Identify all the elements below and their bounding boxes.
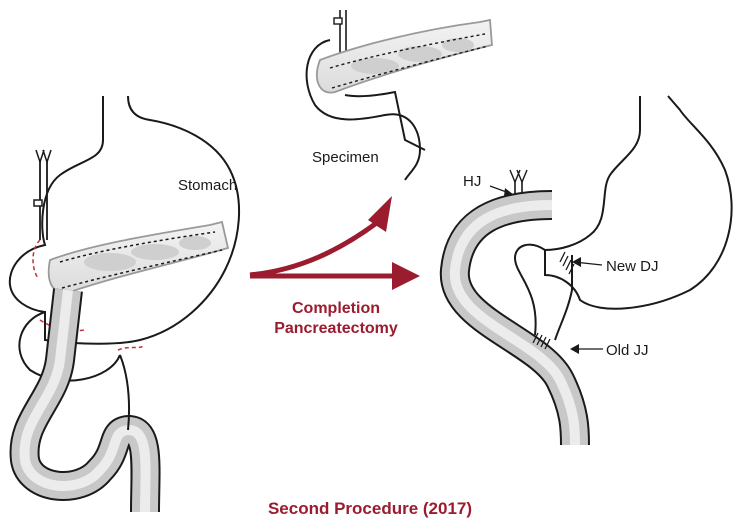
footer-title: Second Procedure (2017) xyxy=(268,499,472,518)
left-anatomy xyxy=(8,95,240,513)
left-duodenum xyxy=(18,311,121,382)
specimen-duodenum xyxy=(305,39,422,181)
stomach-outline xyxy=(8,95,240,345)
right-anatomy xyxy=(439,95,733,446)
right-duodenal-limb xyxy=(513,243,573,341)
caption-line1: Completion xyxy=(292,300,380,317)
new-dj-label: New DJ xyxy=(606,258,659,275)
arrow-upper xyxy=(249,219,380,278)
hj-label: HJ xyxy=(463,173,481,190)
arrows xyxy=(249,196,420,290)
specimen-label: Specimen xyxy=(312,149,379,166)
specimen-drawing xyxy=(305,10,493,181)
caption-line2: Pancreatectomy xyxy=(274,320,398,337)
right-stomach-outline xyxy=(544,95,733,310)
stomach-label: Stomach xyxy=(178,177,237,194)
old-jj-label: Old JJ xyxy=(606,342,649,359)
